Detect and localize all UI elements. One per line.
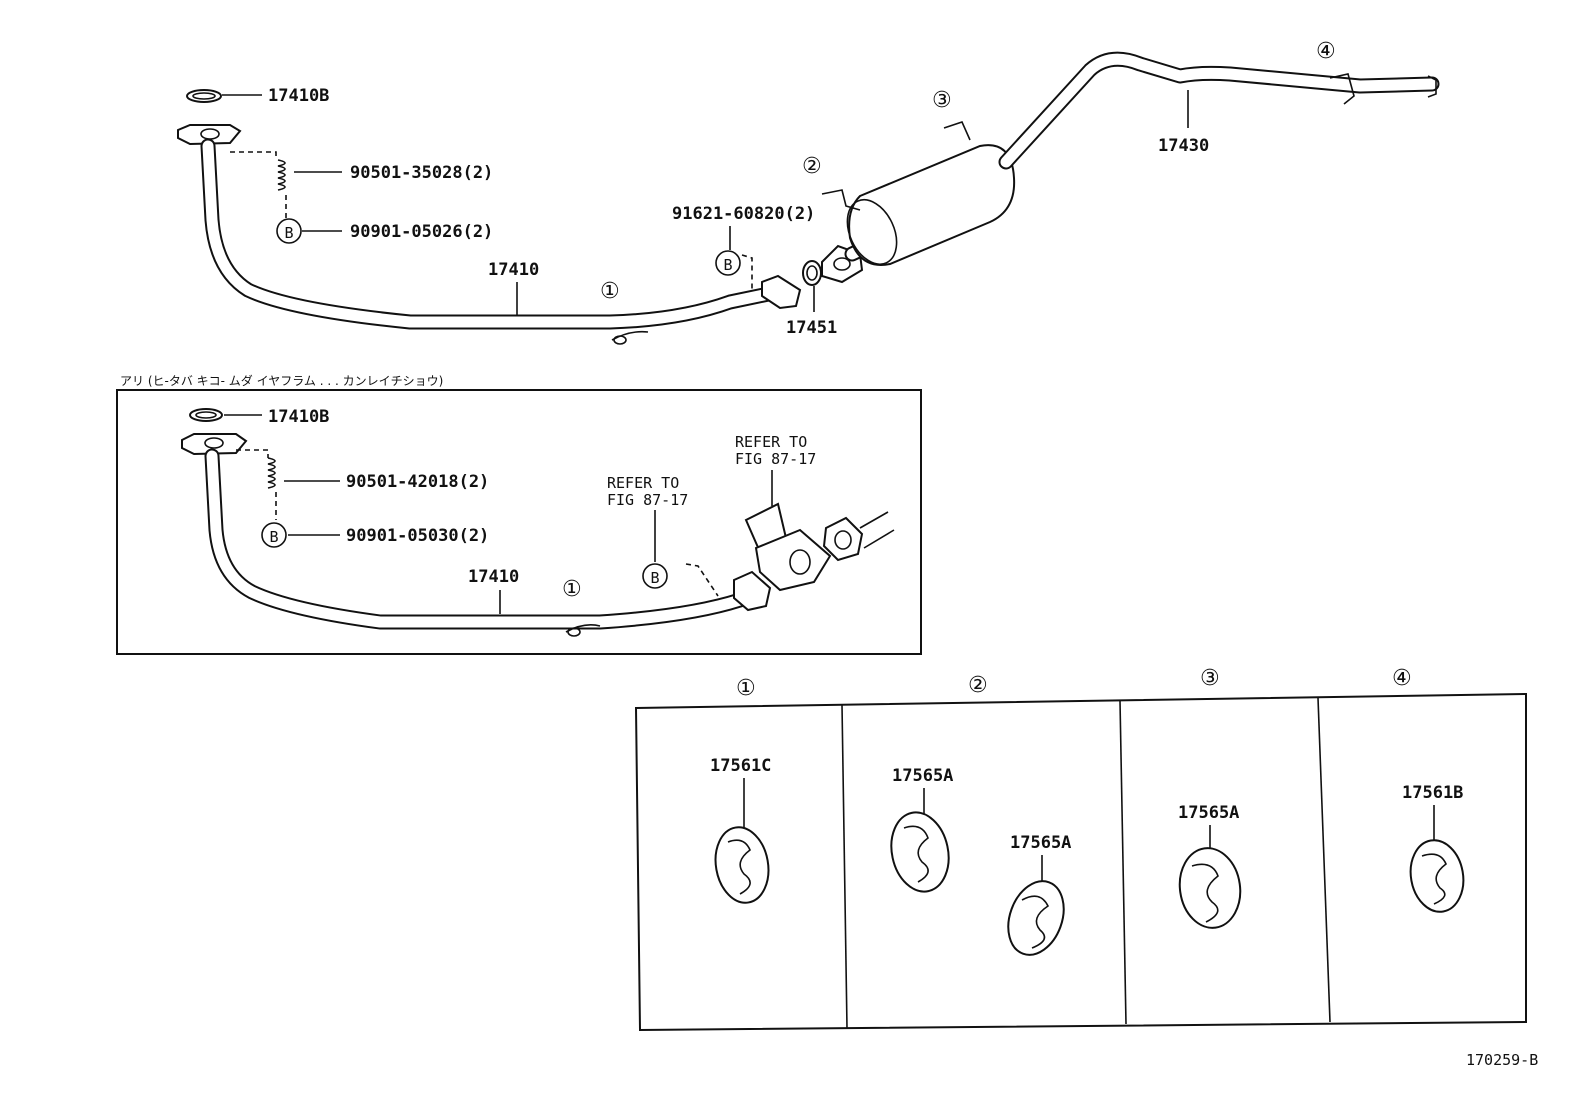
svg-text:B: B [284,224,293,242]
hanger-17565a-icon-b [1007,880,1065,956]
refer-2-line1: REFER TO [735,433,807,451]
marker-2-main: ② [802,154,822,179]
front-pipe-flange [177,124,242,146]
marker-1-main: ① [600,279,620,304]
refer-2-line2: FIG 87-17 [735,450,816,468]
hanger-header-3: ③ [1200,666,1220,691]
tail-pipe-bracket [1329,73,1355,105]
front-pipe-rear-flange [761,274,802,310]
hanger-header-1: ① [736,676,756,701]
variant-caption: アリ (ヒ-タバ キコ- ムダ イヤフラム . . . カンレイチショウ) [120,373,443,388]
label-variant-spring: 90501-42018(2) [346,472,489,492]
hanger-divider-2 [1119,700,1127,1025]
refer-1-line2: FIG 87-17 [607,491,688,509]
variant-connector-flange [822,516,864,562]
marker-1-variant: ① [562,577,582,602]
hanger-table-frame [634,692,1527,1032]
spring-icon [277,159,286,191]
hanger-header-2: ② [968,673,988,698]
label-nut: 91621-60820(2) [672,204,815,224]
bolt-b-icon [276,218,302,244]
figure-id: 170259-B [1466,1051,1538,1069]
svg-text:B: B [650,569,659,587]
refer-1-line1: REFER TO [607,474,679,492]
svg-text:B: B [269,528,278,546]
variant-frame [116,389,922,655]
svg-text:B: B [723,256,732,274]
muffler-end-cap [846,199,898,265]
hanger-17565a-icon-c [1178,847,1242,929]
label-variant-pipe: 17410 [468,567,519,587]
label-bolt-top: 90901-05026(2) [350,222,493,242]
variant-flange [181,433,248,456]
label-hanger-1: 17561C [710,756,771,776]
label-hanger-4: 17561B [1402,783,1463,803]
variant-nut-b-icon [642,563,668,589]
variant-bolt-b-icon [261,522,287,548]
muffler-bracket-rear [943,121,971,141]
muffler-body [848,144,1016,266]
variant-spring-icon [267,457,276,489]
nut-b-icon [715,250,741,276]
marker-4-main: ④ [1316,39,1336,64]
label-variant-gasket: 17410B [268,407,329,427]
label-gasket-top: 17410B [268,86,329,106]
label-hanger-3: 17565A [1178,803,1239,823]
variant-converter [754,528,832,592]
marker-3-main: ③ [932,88,952,113]
label-tail-pipe: 17430 [1158,136,1209,156]
hanger-17561c-icon [714,826,770,904]
gasket-17451 [802,260,822,286]
gasket-17410b-ring [186,89,222,103]
label-front-pipe: 17410 [488,260,539,280]
label-spring-top: 90501-35028(2) [350,163,493,183]
hanger-divider-1 [841,704,848,1029]
label-variant-bolt: 90901-05030(2) [346,526,489,546]
muffler-bracket-front [821,189,861,211]
hanger-divider-3 [1317,697,1331,1023]
hanger-17565a-icon-a [890,811,950,893]
hanger-header-4: ④ [1392,666,1412,691]
variant-gasket-ring [189,408,223,422]
variant-rear-flange [733,570,772,612]
label-hanger-2a: 17565A [892,766,953,786]
label-gasket-mid: 17451 [786,318,837,338]
label-hanger-2b: 17565A [1010,833,1071,853]
gasket-17410b-hole [192,92,216,100]
